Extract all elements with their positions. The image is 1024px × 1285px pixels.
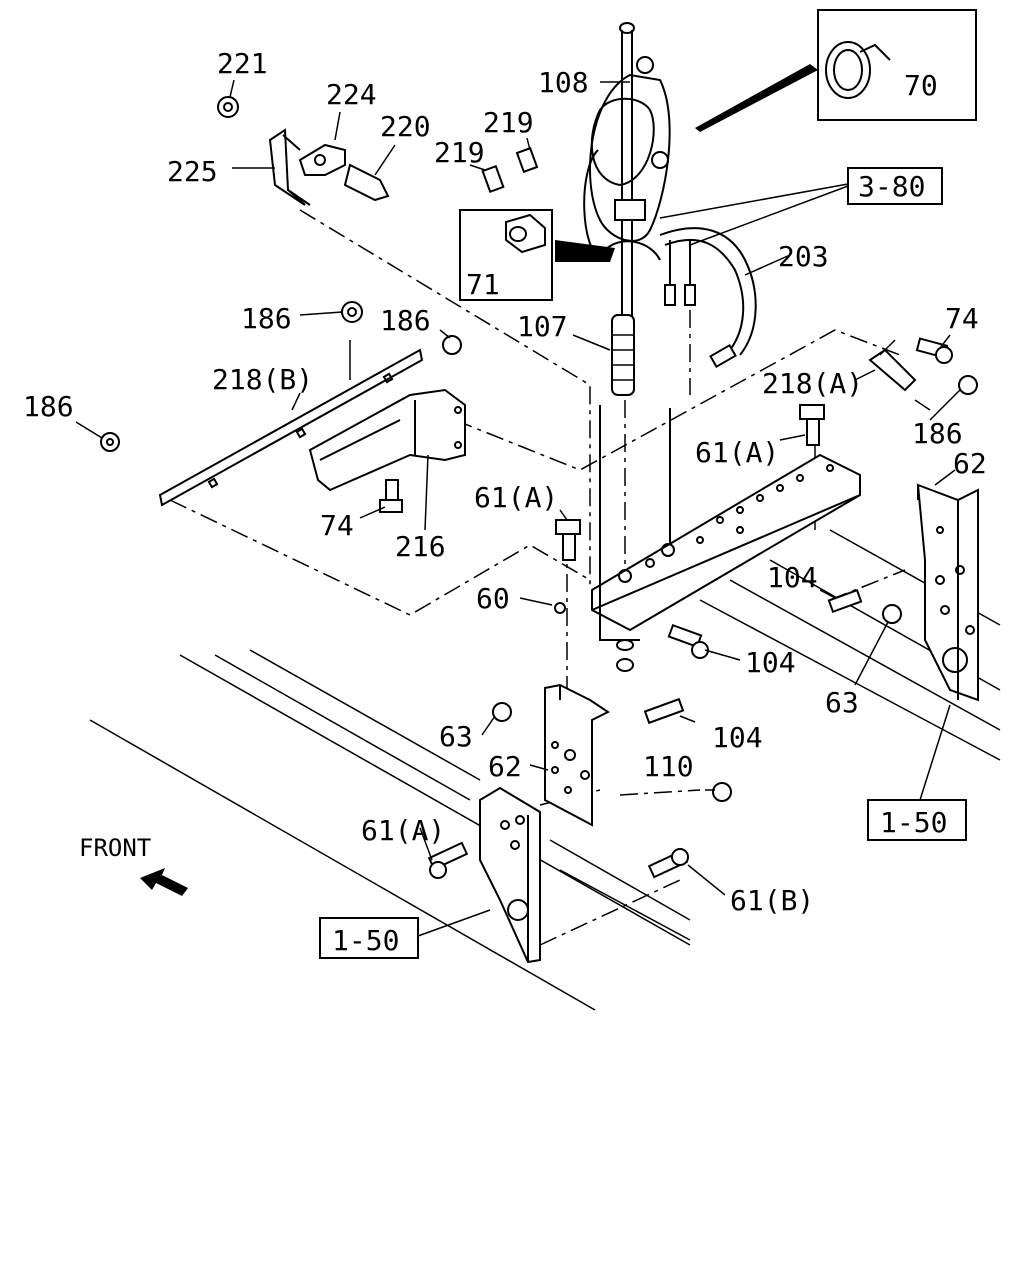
label-1-50-left: 1-50 bbox=[332, 924, 399, 957]
label-218a: 218(A) bbox=[762, 367, 863, 400]
label-203: 203 bbox=[778, 240, 829, 273]
label-74-b: 74 bbox=[320, 509, 354, 542]
label-108: 108 bbox=[538, 66, 589, 99]
label-186-d: 186 bbox=[912, 417, 963, 450]
label-3-80: 3-80 bbox=[858, 170, 925, 203]
bracket-62-center bbox=[544, 683, 610, 827]
label-219-a: 219 bbox=[434, 136, 485, 169]
label-61b: 61(B) bbox=[730, 884, 814, 917]
label-107: 107 bbox=[517, 310, 568, 343]
box-380 bbox=[659, 167, 943, 246]
label-186-b: 186 bbox=[380, 304, 431, 337]
frame-plate-lower bbox=[479, 786, 541, 964]
part-labels: 221 224 220 225 219 219 108 70 3-80 71 2… bbox=[23, 47, 987, 957]
fasteners bbox=[100, 96, 978, 879]
label-104-a: 104 bbox=[767, 561, 818, 594]
label-1-50-right: 1-50 bbox=[880, 806, 947, 839]
label-104-c: 104 bbox=[712, 721, 763, 754]
label-216: 216 bbox=[395, 530, 446, 563]
inset-70 bbox=[695, 9, 977, 132]
label-63-a: 63 bbox=[439, 720, 473, 753]
inset-71 bbox=[459, 209, 615, 301]
front-arrow-icon bbox=[140, 868, 188, 896]
label-61a-2: 61(A) bbox=[474, 481, 558, 514]
label-front: FRONT bbox=[79, 834, 151, 862]
bracket-218a bbox=[868, 339, 917, 392]
shift-lever-assembly bbox=[583, 22, 757, 396]
label-218b: 218(B) bbox=[212, 363, 313, 396]
bracket-216 bbox=[308, 388, 466, 492]
bracket-225 bbox=[268, 128, 311, 206]
label-220: 220 bbox=[380, 110, 431, 143]
label-219-b: 219 bbox=[483, 106, 534, 139]
label-224: 224 bbox=[326, 78, 377, 111]
label-62-a: 62 bbox=[953, 447, 987, 480]
label-60: 60 bbox=[476, 582, 510, 615]
label-62-b: 62 bbox=[488, 750, 522, 783]
left-bracket-218b bbox=[158, 340, 424, 507]
label-104-b: 104 bbox=[745, 646, 796, 679]
clamp-224 bbox=[298, 143, 346, 176]
label-74-a: 74 bbox=[945, 302, 979, 335]
label-225: 225 bbox=[167, 155, 218, 188]
bracket-62-right bbox=[916, 483, 979, 702]
label-71: 71 bbox=[466, 268, 500, 301]
leader-lines bbox=[75, 79, 961, 937]
label-221: 221 bbox=[217, 47, 268, 80]
label-186-c: 186 bbox=[23, 390, 74, 423]
box-150-left bbox=[319, 917, 419, 959]
label-61a-1: 61(A) bbox=[695, 436, 779, 469]
label-186-a: 186 bbox=[241, 302, 292, 335]
box-150-right bbox=[867, 799, 967, 841]
label-61a-3: 61(A) bbox=[361, 814, 445, 847]
label-70: 70 bbox=[904, 69, 938, 102]
label-110: 110 bbox=[643, 750, 694, 783]
label-63-b: 63 bbox=[825, 686, 859, 719]
